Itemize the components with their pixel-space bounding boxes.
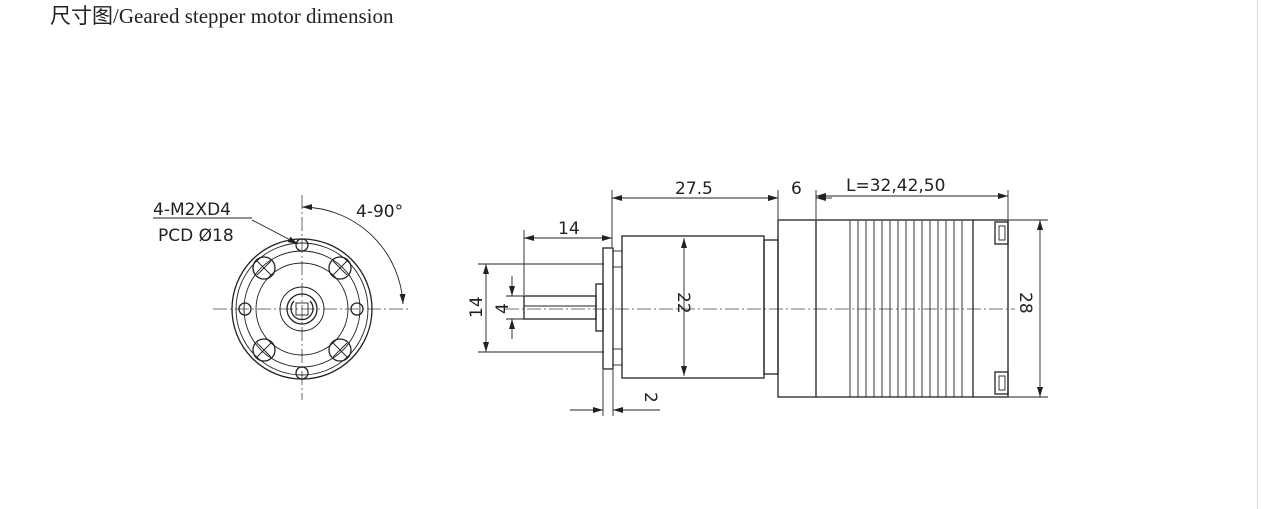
motor-fins [849, 220, 974, 397]
gearbox-diameter-label: 22 [673, 292, 693, 314]
flange-thickness-label: 2 [640, 392, 660, 403]
mounting-hole-tr [328, 256, 352, 280]
flange-length-label: 6 [791, 179, 802, 199]
mounting-hole-bl [252, 338, 276, 362]
shaft-length-label: 14 [558, 219, 580, 239]
output-shaft [523, 295, 597, 320]
side-view: 27.5 6 L=32,42,50 14 14 4 22 28 2 [467, 176, 1048, 416]
pcd-label: PCD Ø18 [158, 226, 234, 246]
page-edge-line [1257, 0, 1258, 509]
mounting-flange [602, 247, 614, 370]
motor-body [777, 219, 1009, 398]
motor-length-label: L=32,42,50 [846, 176, 945, 196]
page-title: 尺寸图/Geared stepper motor dimension [50, 4, 394, 28]
mounting-hole-br [328, 338, 352, 362]
gearbox-length-label: 27.5 [675, 179, 713, 199]
hole-spec-label: 4-M2XD4 [153, 200, 231, 220]
front-view: 4-M2XD4 PCD Ø18 4-90° [153, 195, 408, 400]
mounting-hole-tl [252, 256, 276, 280]
motor-diameter-label: 28 [1015, 292, 1035, 314]
angle-label: 4-90° [356, 202, 403, 222]
shaft-diameter-label: 4 [493, 303, 513, 314]
flange-height-label: 14 [467, 296, 487, 318]
